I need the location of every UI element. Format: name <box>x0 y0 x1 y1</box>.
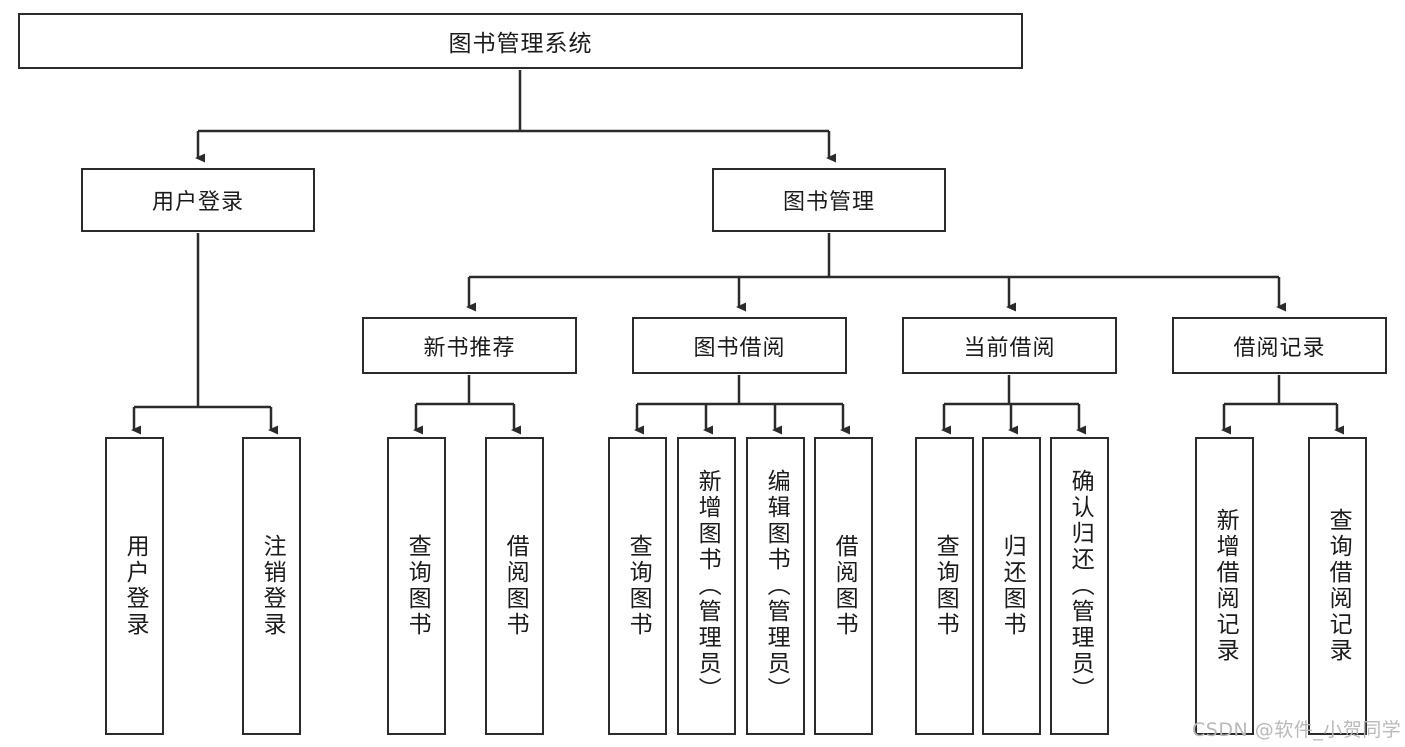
leaf-label: 新增借阅记录 <box>1212 508 1239 664</box>
leaf-borrow-edit-book[interactable]: 编辑图书（管理员） <box>746 437 805 735</box>
leaf-label: 查询图书 <box>404 534 431 638</box>
node-root-system[interactable]: 图书管理系统 <box>18 13 1023 69</box>
leaf-current-confirm-return[interactable]: 确认归还（管理员） <box>1050 437 1109 735</box>
leaf-borrow-borrow-book[interactable]: 借阅图书 <box>814 437 873 735</box>
leaf-label: 借阅图书 <box>831 534 858 638</box>
leaf-label: 查询图书 <box>625 534 652 638</box>
leaf-label: 查询借阅记录 <box>1325 508 1352 664</box>
leaf-borrow-add-book[interactable]: 新增图书（管理员） <box>677 437 736 735</box>
node-new-book-recommend[interactable]: 新书推荐 <box>362 317 577 374</box>
leaf-current-return-book[interactable]: 归还图书 <box>982 437 1041 735</box>
node-user-login[interactable]: 用户登录 <box>81 168 315 232</box>
leaf-label: 查询图书 <box>932 534 959 638</box>
leaf-label: 归还图书 <box>999 534 1026 638</box>
leaf-recommend-query-book[interactable]: 查询图书 <box>387 437 446 735</box>
leaf-recommend-borrow-book[interactable]: 借阅图书 <box>485 437 544 735</box>
node-book-borrow[interactable]: 图书借阅 <box>632 317 847 374</box>
leaf-label: 新增图书（管理员） <box>694 469 721 703</box>
leaf-label: 借阅图书 <box>502 534 529 638</box>
leaf-label: 确认归还（管理员） <box>1067 469 1094 703</box>
node-book-management[interactable]: 图书管理 <box>712 168 946 232</box>
leaf-label: 用户登录 <box>122 534 149 638</box>
leaf-user-login-login[interactable]: 用户登录 <box>105 437 164 735</box>
node-borrow-record[interactable]: 借阅记录 <box>1172 317 1387 374</box>
leaf-current-query-book[interactable]: 查询图书 <box>915 437 974 735</box>
leaf-user-login-logout[interactable]: 注销登录 <box>242 437 301 735</box>
csdn-watermark: CSDN @软件_小贺同学 <box>1192 719 1402 741</box>
leaf-label: 注销登录 <box>259 534 286 638</box>
leaf-borrow-query-book[interactable]: 查询图书 <box>608 437 667 735</box>
node-current-borrow[interactable]: 当前借阅 <box>902 317 1117 374</box>
leaf-record-add-record[interactable]: 新增借阅记录 <box>1195 437 1254 735</box>
leaf-record-query-record[interactable]: 查询借阅记录 <box>1308 437 1367 735</box>
leaf-label: 编辑图书（管理员） <box>763 469 790 703</box>
